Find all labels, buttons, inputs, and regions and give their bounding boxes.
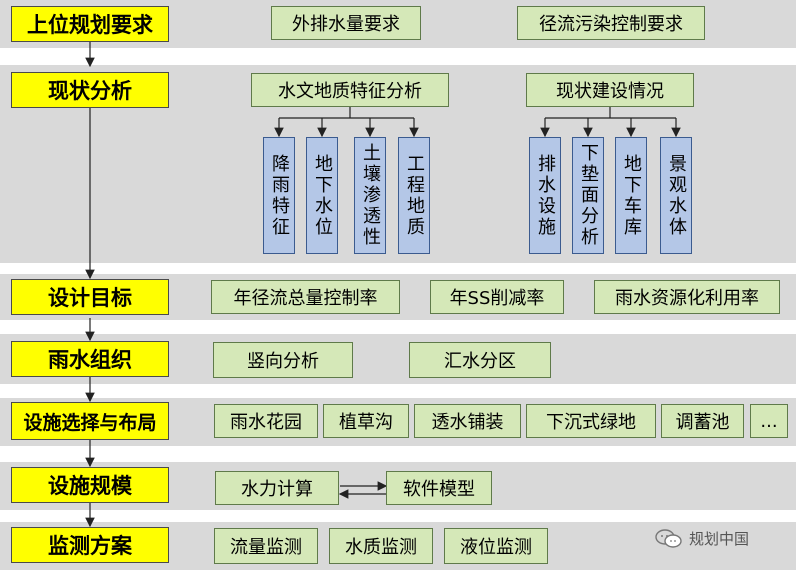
group-hydrogeology: 水文地质特征分析	[251, 73, 449, 107]
sub-drainage-facilities: 排水设施	[529, 137, 561, 254]
level-label-upper-plan: 上位规划要求	[11, 6, 169, 42]
item-sunken-greenbelt: 下沉式绿地	[526, 404, 656, 438]
item-runoff-pollution-requirement: 径流污染控制要求	[517, 6, 705, 40]
level-label-facility-scale: 设施规模	[11, 467, 169, 503]
wechat-icon	[655, 528, 682, 548]
level-label-facility-selection: 设施选择与布局	[11, 402, 169, 440]
item-hydraulic-calculation: 水力计算	[215, 471, 339, 505]
watermark-text: 规划中国	[689, 530, 750, 548]
item-catchment-zoning: 汇水分区	[409, 342, 551, 378]
item-ss-reduction-rate: 年SS削减率	[430, 280, 564, 314]
group-current-construction: 现状建设情况	[526, 73, 694, 107]
item-software-model: 软件模型	[386, 471, 492, 505]
item-flow-monitoring: 流量监测	[214, 528, 318, 564]
item-vertical-analysis: 竖向分析	[213, 342, 353, 378]
level-label-status-analysis: 现状分析	[11, 72, 169, 108]
item-storage-tank: 调蓄池	[661, 404, 744, 438]
item-runoff-control-rate: 年径流总量控制率	[211, 280, 400, 314]
sub-underground-garage: 地下车库	[615, 137, 647, 254]
item-rain-garden: 雨水花园	[214, 404, 318, 438]
item-discharge-requirement: 外排水量要求	[271, 6, 421, 40]
item-level-monitoring: 液位监测	[444, 528, 548, 564]
level-label-monitoring-plan: 监测方案	[11, 527, 169, 563]
item-rainwater-utilization-rate: 雨水资源化利用率	[594, 280, 780, 314]
sub-soil-permeability: 土壤渗透性	[354, 137, 386, 254]
watermark: 规划中国	[655, 528, 749, 549]
sub-rainfall: 降雨特征	[263, 137, 295, 254]
sub-groundwater: 地下水位	[306, 137, 338, 254]
level-label-design-goal: 设计目标	[11, 279, 169, 315]
item-more: ...	[750, 404, 788, 438]
item-permeable-pavement: 透水铺装	[414, 404, 521, 438]
item-quality-monitoring: 水质监测	[329, 528, 433, 564]
sub-engineering-geology: 工程地质	[398, 137, 430, 254]
level-label-rainwater-organization: 雨水组织	[11, 341, 169, 377]
sub-underlying-surface: 下垫面分析	[572, 137, 604, 254]
item-grass-swale: 植草沟	[323, 404, 409, 438]
sub-landscape-water: 景观水体	[660, 137, 692, 254]
